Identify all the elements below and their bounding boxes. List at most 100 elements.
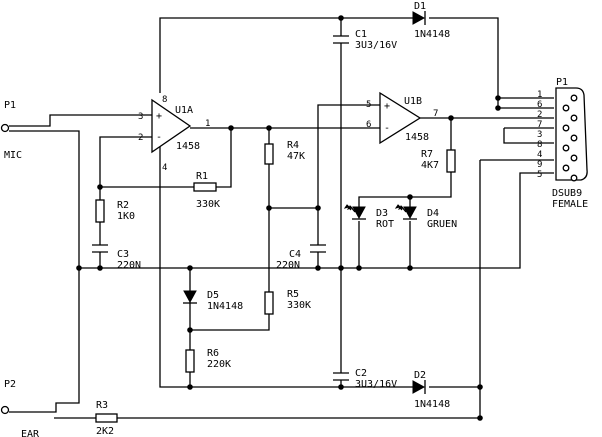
port-p2-terminal (0, 405, 10, 415)
opamp-u1a-symbol (151, 98, 192, 154)
connector-pin-label: 1 (537, 90, 542, 100)
capacitor-c4-ref: C4 (289, 249, 301, 260)
capacitor-c4-value: 220N (276, 260, 300, 271)
resistor-r1 (193, 182, 217, 192)
capacitor-c3-value: 220N (117, 260, 141, 271)
wire-d2-to-connector (429, 160, 481, 388)
resistor-r6 (185, 349, 195, 373)
resistors: R1 330K R2 1K0 R3 2K2 R4 47K R5 330K R6 … (95, 140, 456, 437)
connector-pin (562, 144, 570, 152)
wire-r4-r5-chain (190, 128, 270, 331)
opamp-u1a-type: 1458 (176, 141, 200, 152)
capacitor-c1-ref: C1 (355, 29, 367, 40)
resistor-r4-value: 47K (287, 151, 305, 162)
capacitors: C1 3U3/16V C2 3U3/16V C3 220N C4 220N (92, 29, 397, 390)
wire-top-rail (159, 17, 413, 93)
wire-ground (79, 172, 554, 269)
connector-pin (562, 104, 570, 112)
opamp-u1a-pin-out: 1 (205, 119, 210, 129)
resistor-r3-ref: R3 (96, 400, 108, 411)
connector-pin-label: 6 (537, 100, 542, 110)
connector-pin-label: 3 (537, 130, 542, 140)
resistor-r2-value: 1K0 (117, 211, 135, 222)
capacitor-c3-ref: C3 (117, 249, 129, 260)
diodes: D1 1N4148 D2 1N4148 D5 1N4148 D3 ROT D4 … (183, 1, 457, 410)
diode-d5-value: 1N4148 (207, 301, 243, 312)
opamp-u1a-pin-vminus: 4 (162, 163, 167, 173)
wire-leds-ground (358, 221, 411, 268)
opamp-u1b-pin-minus: 6 (366, 120, 371, 130)
port-p1-name: MIC (4, 150, 22, 161)
opamp-u1b-pin-plus: 5 (366, 100, 371, 110)
wire-conn-pins-1-6 (498, 97, 554, 109)
svg-text:+: + (156, 111, 162, 122)
resistor-r5-value: 330K (287, 300, 311, 311)
diode-d2-value: 1N4148 (414, 399, 450, 410)
connector-pin (562, 164, 570, 172)
resistor-r7-ref: R7 (421, 149, 433, 160)
resistor-r6-value: 220K (207, 359, 231, 370)
led-d4-value: GRUEN (427, 219, 457, 230)
connector-pin-label: 4 (537, 150, 542, 160)
led-d4-ref: D4 (427, 208, 439, 219)
connector-pin-label: 8 (537, 140, 542, 150)
wire-mic-to-plus (9, 114, 152, 127)
connector-pin-label: 2 (537, 110, 542, 120)
resistor-r5 (264, 291, 274, 315)
wire-mic-ground (9, 130, 80, 268)
wire-bias-to-plus (269, 104, 380, 209)
opamp-u1b-ref: U1B (404, 96, 422, 107)
resistor-r1-ref: R1 (196, 171, 208, 182)
resistor-r4-ref: R4 (287, 140, 299, 151)
junction-dots (76, 15, 501, 421)
connector-pin (570, 174, 578, 182)
port-p2: P2 EAR (0, 379, 40, 437)
diode-d2-ref: D2 (414, 370, 426, 381)
connector-pin (562, 124, 570, 132)
connector-pin (570, 114, 578, 122)
connector-pin-label: 5 (537, 170, 542, 180)
resistor-r3-value: 2K2 (96, 426, 114, 437)
capacitor-c2 (333, 372, 349, 381)
svg-text:+: + (384, 101, 390, 112)
wire-conn-loop (503, 127, 554, 144)
opamp-u1a: + - U1A 1458 3 2 1 8 4 (138, 95, 210, 173)
connector-gender: FEMALE (552, 199, 588, 210)
opamp-u1a-pin-vplus: 8 (162, 95, 167, 105)
capacitor-c2-ref: C2 (355, 368, 367, 379)
resistor-r2-ref: R2 (117, 200, 129, 211)
diode-d5-ref: D5 (207, 290, 219, 301)
opamp-u1a-pin-minus: 2 (138, 133, 143, 143)
led-d4 (403, 206, 417, 220)
opamp-u1b-type: 1458 (405, 132, 429, 143)
capacitor-c1 (333, 35, 349, 44)
wire-r7 (358, 118, 452, 207)
resistor-r7-value: 4K7 (421, 160, 439, 171)
resistor-r4 (264, 143, 274, 165)
opamp-u1b-pin-out: 7 (433, 109, 438, 119)
opamp-u1a-pin-plus: 3 (138, 112, 143, 122)
connector-pin-label: 9 (537, 160, 542, 170)
svg-text:-: - (384, 123, 390, 134)
diode-d1-value: 1N4148 (414, 29, 450, 40)
port-p1: P1 MIC (0, 100, 22, 161)
connector-pin-label: 7 (537, 120, 542, 130)
capacitor-c2-value: 3U3/16V (355, 379, 397, 390)
resistor-r1-value: 330K (196, 199, 220, 210)
capacitor-c1-value: 3U3/16V (355, 40, 397, 51)
wires (9, 17, 554, 419)
connector-pin (570, 134, 578, 142)
svg-text:-: - (156, 132, 162, 143)
led-d3-ref: D3 (376, 208, 388, 219)
wire-d1-to-connector (429, 17, 499, 108)
resistor-r3 (95, 413, 118, 423)
resistor-r5-ref: R5 (287, 289, 299, 300)
wire-r1-right (216, 128, 232, 188)
diode-d1-ref: D1 (414, 1, 426, 12)
led-d3 (352, 206, 366, 220)
connector-pin (570, 154, 578, 162)
